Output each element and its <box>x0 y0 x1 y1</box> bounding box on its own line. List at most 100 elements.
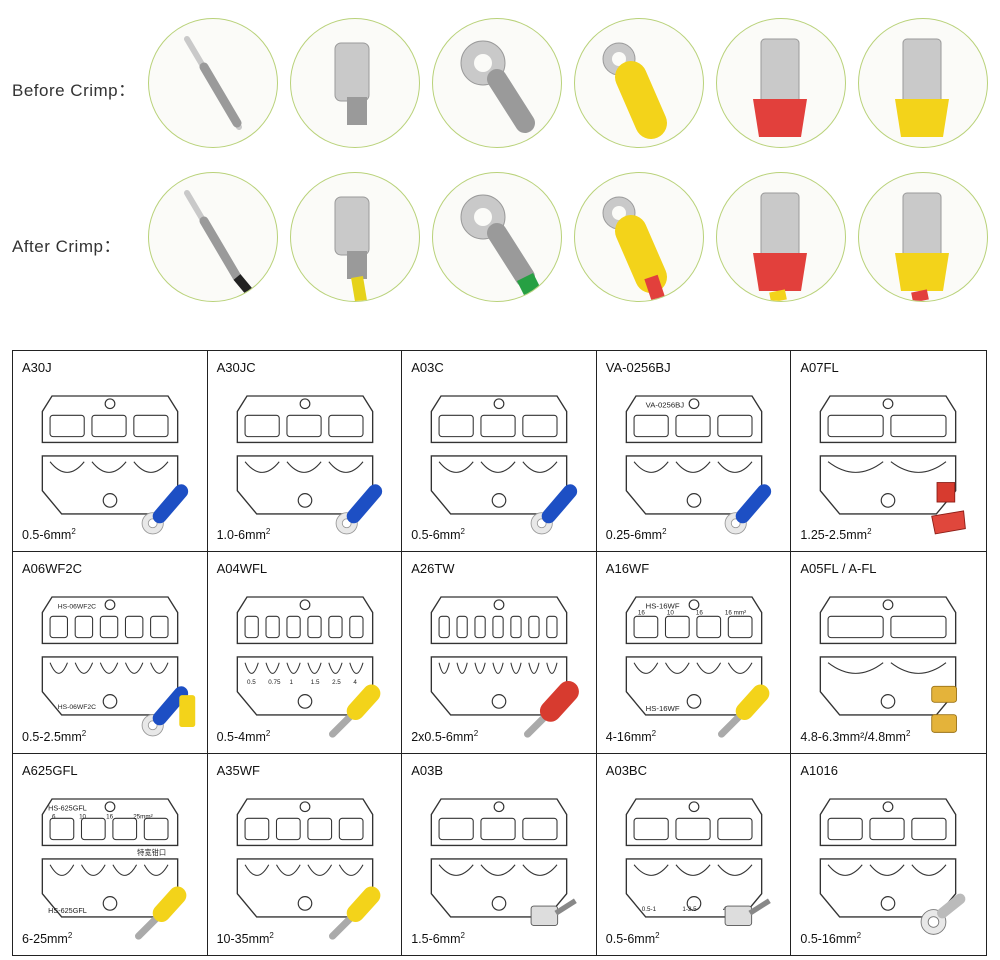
svg-text:HS-16WF: HS-16WF <box>645 602 679 611</box>
die-range: 6-25mm2 <box>22 930 73 946</box>
die-jaw-icon <box>820 797 957 918</box>
die-range: 1.0-6mm2 <box>216 527 271 543</box>
svg-text:特宽钳口: 特宽钳口 <box>137 848 166 857</box>
svg-text:6: 6 <box>52 813 56 820</box>
crimp-comparison: Before Crimp： After Crimp： <box>0 0 1000 320</box>
die-jaw-icon <box>430 395 568 515</box>
die-range: 2x0.5-6mm2 <box>411 728 479 744</box>
die-card: VA-0256BJ VA-0256BJ 0.25-6mm2 <box>596 351 792 553</box>
svg-text:2.5: 2.5 <box>332 679 341 686</box>
svg-text:1-2.5: 1-2.5 <box>682 906 697 913</box>
die-code: A05FL / A-FL <box>800 561 877 577</box>
after-crimp-label: After Crimp： <box>12 237 121 256</box>
svg-text:VA-0256BJ: VA-0256BJ <box>645 401 684 410</box>
die-code: A30JC <box>216 360 256 375</box>
die-range: 0.5-6mm2 <box>605 930 660 946</box>
die-range: 0.5-6mm2 <box>411 527 465 543</box>
ring-terminal-icon <box>432 18 562 148</box>
yellow-ferrule-icon <box>134 886 186 940</box>
die-card: A03C 0.5-6mm2 <box>402 351 597 553</box>
blue-ring-terminal-icon <box>530 484 577 535</box>
crimped-spade-icon <box>290 172 420 302</box>
before-crimp-label: Before Crimp： <box>12 81 136 100</box>
svg-text:HS-16WF: HS-16WF <box>645 704 679 713</box>
die-code: A03B <box>411 762 443 778</box>
svg-text:1.5: 1.5 <box>310 679 319 686</box>
die-range: 10-35mm2 <box>216 930 274 946</box>
bare-ring-terminal-icon <box>920 893 966 935</box>
die-code: A06WF2C <box>22 561 82 577</box>
pin-terminal-icon <box>148 18 278 148</box>
die-code: A30J <box>22 360 52 375</box>
die-range: 0.5-2.5mm2 <box>22 728 87 744</box>
die-table: A30J 0.5-6mm2 A30JC 1.0-6mm2 A03C 0.5-6mm2 VA-… <box>12 350 987 956</box>
die-code: A625GFL <box>22 762 78 778</box>
die-range: 4.8-6.3mm²/4.8mm2 <box>800 728 911 744</box>
die-card: A35WF 10-35mm2 <box>207 753 403 955</box>
die-range: 0.5-6mm2 <box>22 527 76 543</box>
ferrule-icon <box>716 18 846 148</box>
svg-text:16: 16 <box>638 610 645 617</box>
die-jaw-icon: VA-0256BJ <box>625 395 763 515</box>
yellow-ferrule-icon <box>329 886 381 940</box>
crimped-insulated-ring-icon <box>574 172 704 302</box>
die-code: A16WF <box>605 561 650 577</box>
die-card: A30J 0.5-6mm2 <box>13 351 208 553</box>
die-code: A35WF <box>216 762 260 778</box>
die-jaw-icon <box>236 797 373 918</box>
die-jaw-icon <box>820 395 957 515</box>
open-barrel-terminal-icon <box>725 898 772 926</box>
die-card: A05FL / A-FL 4.8-6.3mm²/4.8mm2 <box>791 552 986 754</box>
open-barrel-terminal-icon <box>530 898 577 926</box>
die-range: 0.25-6mm2 <box>605 527 667 543</box>
die-range: 0.5-4mm2 <box>216 728 271 744</box>
yellow-ferrule-icon <box>329 684 381 738</box>
svg-text:0.5-1: 0.5-1 <box>642 906 657 913</box>
svg-text:HS-06WF2C: HS-06WF2C <box>58 704 96 711</box>
svg-text:HS-625GFL: HS-625GFL <box>48 906 87 915</box>
crimped-ferrule-icon <box>858 172 988 302</box>
die-card: A07FL 1.25-2.5mm2 <box>791 351 986 553</box>
blue-ring-and-ferrule-icon <box>141 685 195 737</box>
die-code: A26TW <box>411 561 455 577</box>
die-code: VA-0256BJ <box>605 360 671 375</box>
die-code: A07FL <box>800 360 839 375</box>
brass-spade-terminal-icon <box>931 685 957 733</box>
crimped-ring-icon <box>432 172 562 302</box>
die-range: 0.5-16mm2 <box>800 930 862 946</box>
blue-ring-terminal-icon <box>141 484 188 535</box>
svg-text:4: 4 <box>353 679 357 686</box>
die-card: A26TW 2x0.5-6mm2 <box>402 552 597 754</box>
blue-ring-terminal-icon <box>335 484 383 535</box>
die-code: A03C <box>411 360 444 375</box>
svg-text:10: 10 <box>667 610 674 617</box>
ferrule-icon <box>858 18 988 148</box>
blue-ring-terminal-icon <box>725 484 772 535</box>
die-jaw-icon <box>430 596 568 716</box>
die-range: 4-16mm2 <box>605 728 657 744</box>
die-range: 1.25-2.5mm2 <box>800 527 872 543</box>
die-jaw-icon <box>41 395 179 515</box>
die-jaw-icon <box>236 395 373 515</box>
die-range: 1.5-6mm2 <box>411 930 465 946</box>
svg-text:1: 1 <box>289 679 293 686</box>
yellow-ferrule-icon <box>718 684 770 738</box>
svg-text:0.5: 0.5 <box>247 679 256 686</box>
svg-text:25mm²: 25mm² <box>133 813 153 820</box>
female-spade-terminal-icon <box>290 18 420 148</box>
die-card: A30JC 1.0-6mm2 <box>207 351 403 553</box>
insulated-ring-terminal-icon <box>574 18 704 148</box>
crimped-ferrule-icon <box>716 172 846 302</box>
svg-text:16 mm²: 16 mm² <box>725 610 746 617</box>
die-jaw-icon <box>820 596 957 716</box>
